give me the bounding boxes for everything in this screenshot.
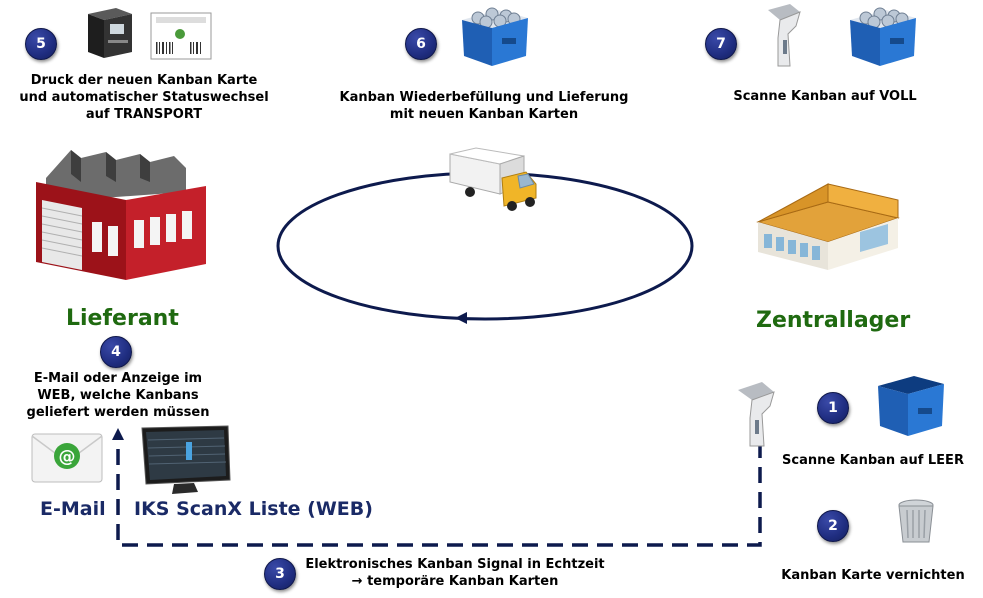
step-5-line-3: auf TRANSPORT [85, 107, 203, 122]
step-5-line-2: und automatischer Statuswechsel [19, 90, 269, 105]
factory-icon [36, 150, 206, 280]
email-label: E-Mail [40, 498, 106, 520]
step-4-caption: E-Mail oder Anzeige im WEB, welche Kanba… [18, 370, 218, 421]
step-2-caption: Kanban Karte vernichten [781, 568, 965, 583]
email-icon: @ [31, 433, 103, 483]
warehouse-icon [756, 183, 900, 270]
step-4-line-3: geliefert werden müssen [26, 405, 210, 420]
kanban-label-icon [150, 12, 212, 60]
warehouse-label: Zentrallager [756, 308, 911, 333]
truck-icon [449, 147, 537, 211]
full-bin-icon [462, 7, 528, 66]
step-6-line-1: Kanban Wiederbefüllung und Lieferung [339, 90, 629, 105]
step-badge-1: 1 [817, 392, 849, 424]
step-3-line-2: → temporäre Kanban Karten [351, 574, 559, 589]
trash-can-icon [898, 499, 934, 543]
step-badge-7: 7 [705, 28, 737, 60]
step-6-line-2: mit neuen Kanban Karten [389, 107, 579, 122]
step-badge-6: 6 [405, 28, 437, 60]
step-7-caption: Scanne Kanban auf VOLL [733, 89, 917, 104]
label-printer-icon [88, 8, 132, 58]
step-badge-3: 3 [264, 558, 296, 590]
step-badge-4: 4 [100, 336, 132, 368]
step-badge-2: 2 [817, 510, 849, 542]
supplier-label: Lieferant [66, 306, 179, 331]
step-5-caption: Druck der neuen Kanban Karte und automat… [4, 72, 284, 123]
full-bin-icon [850, 7, 916, 66]
step-4-line-2: WEB, welche Kanbans [37, 388, 199, 403]
svg-text:@: @ [59, 447, 76, 467]
monitor-icon [141, 425, 231, 494]
step-1-caption: Scanne Kanban auf LEER [782, 453, 964, 468]
step-5-line-1: Druck der neuen Kanban Karte [30, 73, 258, 88]
step-6-caption: Kanban Wiederbefüllung und Lieferung mit… [312, 89, 656, 123]
barcode-scanner-icon [768, 4, 801, 67]
web-list-label: IKS ScanX Liste (WEB) [134, 498, 373, 520]
empty-bin-icon [878, 376, 944, 436]
step-badge-5: 5 [25, 28, 57, 60]
step-4-line-1: E-Mail oder Anzeige im [33, 371, 203, 386]
step-3-caption: Elektronisches Kanban Signal in Echtzeit… [296, 556, 614, 590]
barcode-scanner-icon [738, 382, 775, 447]
step-3-line-1: Elektronisches Kanban Signal in Echtzeit [305, 557, 605, 572]
